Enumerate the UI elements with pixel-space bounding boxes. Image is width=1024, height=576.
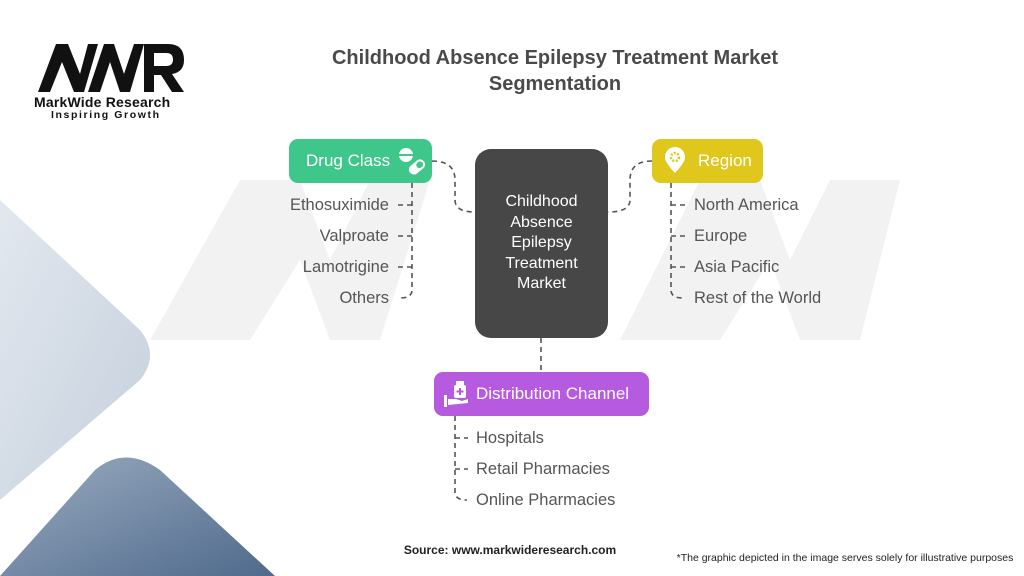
drug-class-item: Valproate (319, 227, 389, 245)
drug-class-item: Others (339, 289, 389, 307)
center-line: Epilepsy (511, 234, 572, 252)
pills-icon (399, 148, 426, 175)
location-pin-icon (665, 147, 685, 173)
region-item: North America (694, 196, 799, 214)
distribution-item: Online Pharmacies (476, 491, 616, 509)
bottom-left-shape (0, 457, 275, 576)
region-node: Region (652, 139, 763, 183)
logo-tagline: Inspiring Growth (51, 109, 161, 121)
watermark (150, 180, 900, 340)
region-item: Asia Pacific (694, 258, 780, 276)
left-diamond-shape (0, 200, 150, 500)
title-line-1: Childhood Absence Epilepsy Treatment Mar… (331, 47, 779, 69)
source-text: Source: www.markwideresearch.com (403, 543, 617, 557)
title-line-2: Segmentation (488, 73, 622, 95)
center-line: Market (517, 275, 566, 293)
drug-class-item: Lamotrigine (302, 258, 389, 276)
distribution-channel-node: Distribution Channel (434, 372, 649, 416)
region-item: Europe (694, 227, 748, 245)
region-item: Rest of the World (694, 289, 822, 307)
drug-class-label: Drug Class (306, 151, 391, 170)
drug-class-item: Ethosuximide (289, 196, 389, 214)
distribution-item: Retail Pharmacies (476, 460, 610, 478)
distribution-item: Hospitals (476, 429, 544, 447)
center-node: Childhood Absence Epilepsy Treatment Mar… (475, 149, 608, 338)
distribution-channel-label: Distribution Channel (476, 384, 630, 403)
center-line: Childhood (505, 193, 578, 211)
logo-mark (38, 44, 184, 92)
page-title: Childhood Absence Epilepsy Treatment Mar… (280, 45, 830, 97)
connectors (398, 160, 686, 501)
region-label: Region (698, 151, 752, 170)
center-line: Absence (510, 213, 573, 231)
pharmacy-hand-icon (444, 381, 468, 407)
center-line: Treatment (505, 254, 578, 272)
logo-name: MarkWide Research (34, 94, 171, 110)
disclaimer-note: *The graphic depicted in the image serve… (676, 552, 1014, 564)
drug-class-node: Drug Class (289, 139, 432, 183)
